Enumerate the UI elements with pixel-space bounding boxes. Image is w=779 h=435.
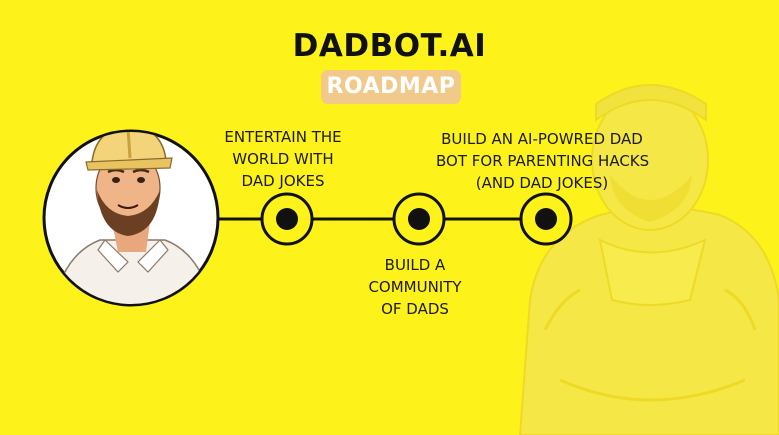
milestone-label-1-line-2: WORLD WITH (232, 150, 334, 168)
milestone-label-1-line-1: ENTERTAIN THE (224, 128, 342, 146)
milestone-label-2-line-3: OF DADS (381, 300, 449, 318)
milestone-marker-1 (260, 192, 314, 246)
milestone-label-1: ENTERTAIN THE WORLD WITH DAD JOKES (208, 126, 358, 192)
background-mascot-illustration (518, 84, 779, 435)
dad-avatar (42, 129, 220, 307)
milestone-label-2-line-2: COMMUNITY (368, 278, 462, 296)
milestone-label-3-line-2: BOT FOR PARENTING HACKS (436, 152, 650, 170)
roadmap-badge: ROADMAP (321, 70, 461, 104)
milestone-marker-2 (392, 192, 446, 246)
milestone-label-3: BUILD AN AI-POWRED DAD BOT FOR PARENTING… (436, 128, 650, 194)
page-title: DADBOT.AI (292, 28, 487, 64)
milestone-label-2-line-1: BUILD A (384, 256, 446, 274)
milestone-label-2: BUILD A COMMUNITY OF DADS (350, 254, 480, 320)
milestone-label-1-line-3: DAD JOKES (241, 172, 325, 190)
milestone-label-3-line-1: BUILD AN AI-POWRED DAD (441, 130, 643, 148)
milestone-label-3-line-3: (AND DAD JOKES) (475, 174, 609, 192)
milestone-marker-3 (519, 192, 573, 246)
